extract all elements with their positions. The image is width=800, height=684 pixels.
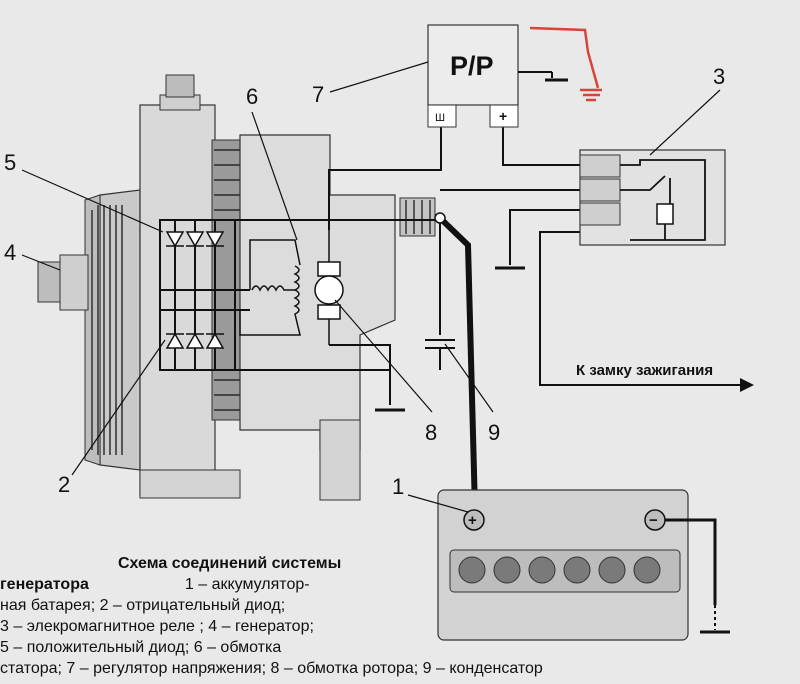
ignition-arrow-icon <box>740 378 754 392</box>
battery-plus-sign: + <box>468 512 477 529</box>
label-6: 6 <box>246 84 258 109</box>
caption-line-4: 5 – положительный диод; 6 – обмотка <box>0 639 282 656</box>
caption-line-2: ная батарея; 2 – отрицательный диод; <box>0 597 286 614</box>
rotor-winding <box>314 230 344 345</box>
caption-line-1-rest: 1 – аккумулятор- <box>184 576 310 593</box>
label-7: 7 <box>312 82 324 107</box>
generator <box>37 74 436 501</box>
terminal-b-icon <box>434 212 446 224</box>
label-2: 2 <box>58 472 70 497</box>
regulator-title: Р/Р <box>450 51 494 81</box>
battery-minus-sign: − <box>649 512 658 529</box>
label-5: 5 <box>4 150 16 175</box>
battery <box>437 489 730 641</box>
caption-line-3: 3 – элекромагнитное реле ; 4 – генератор… <box>0 618 314 635</box>
relay <box>579 149 726 246</box>
caption-line-5: статора; 7 – регулятор напряжения; 8 – о… <box>0 660 543 677</box>
label-1: 1 <box>392 474 404 499</box>
regulator-terminal-plus: + <box>499 108 507 124</box>
wiring <box>328 125 740 412</box>
voltage-regulator <box>427 24 568 128</box>
caption-line-1: генератора 1 – аккумулятор- <box>0 574 470 595</box>
stator-winding <box>239 239 301 336</box>
ignition-lock-label: К замку зажигания <box>576 362 713 379</box>
caption-title: Схема соединений системы <box>118 555 342 572</box>
regulator-terminal-sh: Ш <box>435 112 445 124</box>
label-8: 8 <box>425 420 437 445</box>
red-ground-wire <box>529 26 602 102</box>
leader-lines <box>21 61 721 513</box>
negative-diode-group <box>165 332 225 349</box>
label-4: 4 <box>4 240 16 265</box>
caption-generator: генератора <box>0 576 89 593</box>
label-9: 9 <box>488 420 500 445</box>
positive-diode-group <box>165 231 225 248</box>
battery-positive-wire <box>437 215 478 511</box>
figure-caption: Схема соединений системы генератора 1 – а… <box>0 553 543 679</box>
label-3: 3 <box>713 64 725 89</box>
